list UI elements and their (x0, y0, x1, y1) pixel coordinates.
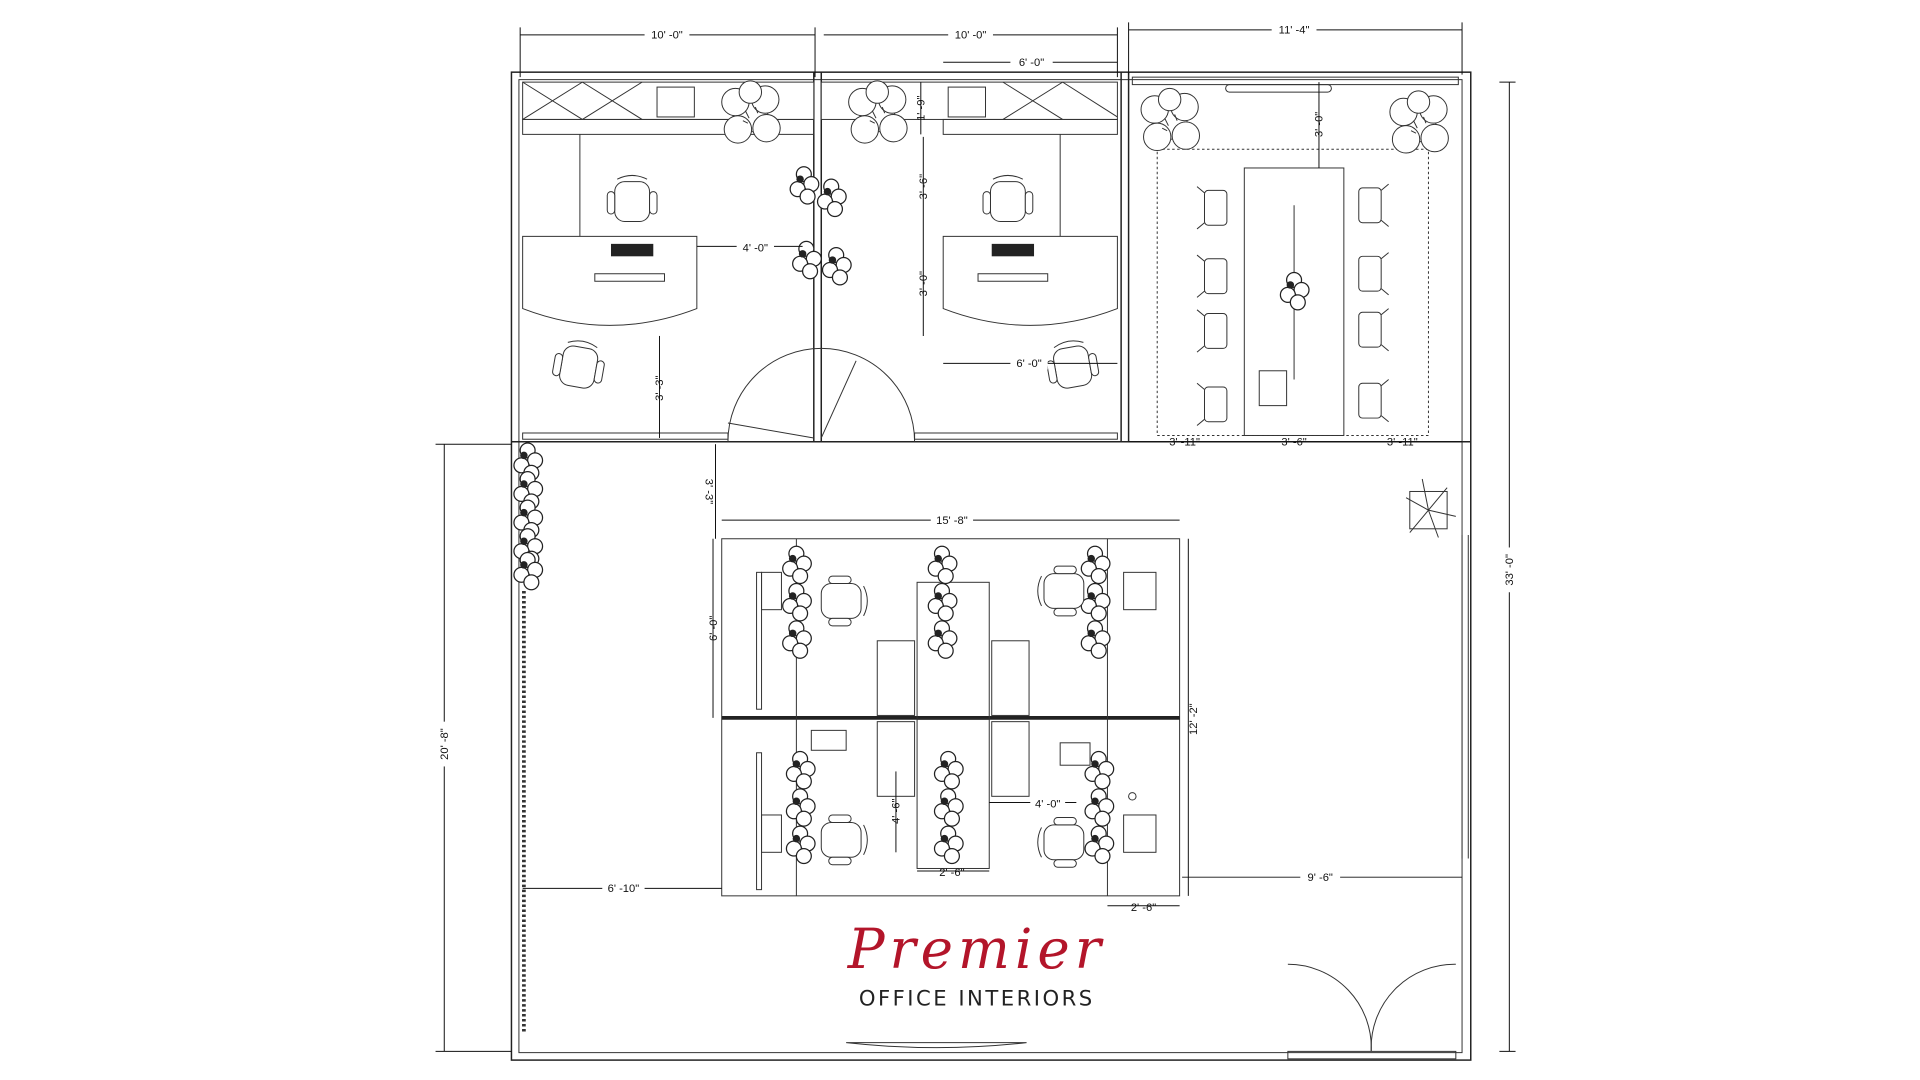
dim-cube-aisle-depth: 4' -6" (891, 799, 903, 824)
dim-center-panel: 2' -6" (939, 867, 964, 879)
dim-conf-right: 3' -11" (1387, 436, 1418, 448)
workstation-cluster (721, 538, 1181, 897)
guest-chair (550, 336, 609, 392)
dim-conf-left: 3' -11" (1169, 436, 1200, 448)
logo-name: Premier (847, 917, 1106, 981)
office-chair (982, 174, 1034, 222)
dim-end-panel: 2' -6" (1131, 902, 1156, 914)
open-area-plants (513, 442, 1456, 591)
entry-double-door[interactable] (1287, 963, 1456, 1052)
dim-conference-width: 11' -4" (1279, 25, 1310, 37)
dim-credenza-depth: 1' -9" (916, 96, 928, 121)
dim-cluster-half-depth: 6' -0" (708, 616, 720, 641)
dimension-lines (435, 22, 1516, 1052)
conference-room (1131, 76, 1459, 436)
dim-open-area-depth: 20' -8" (439, 728, 451, 760)
dim-open-top-clearance: 3' -3" (703, 479, 715, 504)
dim-cluster-depth: 12' -2" (1188, 703, 1200, 735)
company-logo: Premier OFFICE INTERIORS (847, 917, 1106, 1010)
dim-office-aisle: 4' -0" (743, 242, 768, 254)
dim-left-clearance: 6' -10" (608, 883, 640, 895)
dim-conf-table: 3' -6" (1281, 436, 1306, 448)
dim-office1-width: 10' -0" (651, 30, 683, 42)
dim-overall-depth: 33' -0" (1504, 554, 1516, 586)
dim-chair-zone: 3' -6" (918, 174, 930, 199)
reception-plaque (846, 1042, 1027, 1049)
dim-desk-depth: 3' -0" (918, 271, 930, 296)
dim-guest-zone: 3' -3" (654, 375, 666, 400)
logo-subtitle: OFFICE INTERIORS (859, 985, 1095, 1010)
dim-credenza-width: 6' -0" (1019, 57, 1044, 69)
dim-cluster-width: 15' -8" (936, 515, 968, 527)
door-swing (727, 347, 916, 442)
dim-cube-aisle-width: 4' -0" (1035, 799, 1060, 811)
dim-desk-width: 6' -0" (1016, 358, 1041, 370)
dimension-labels: 10' -0" 10' -0" 11' -4" 6' -0" 1' -9" 3'… (435, 22, 1519, 914)
guest-chair (1043, 336, 1102, 392)
dim-right-clearance: 9' -6" (1308, 872, 1333, 884)
dim-conference-clearance: 3' -0" (1314, 112, 1326, 137)
office-chair (606, 174, 658, 222)
dim-office2-width: 10' -0" (955, 30, 987, 42)
